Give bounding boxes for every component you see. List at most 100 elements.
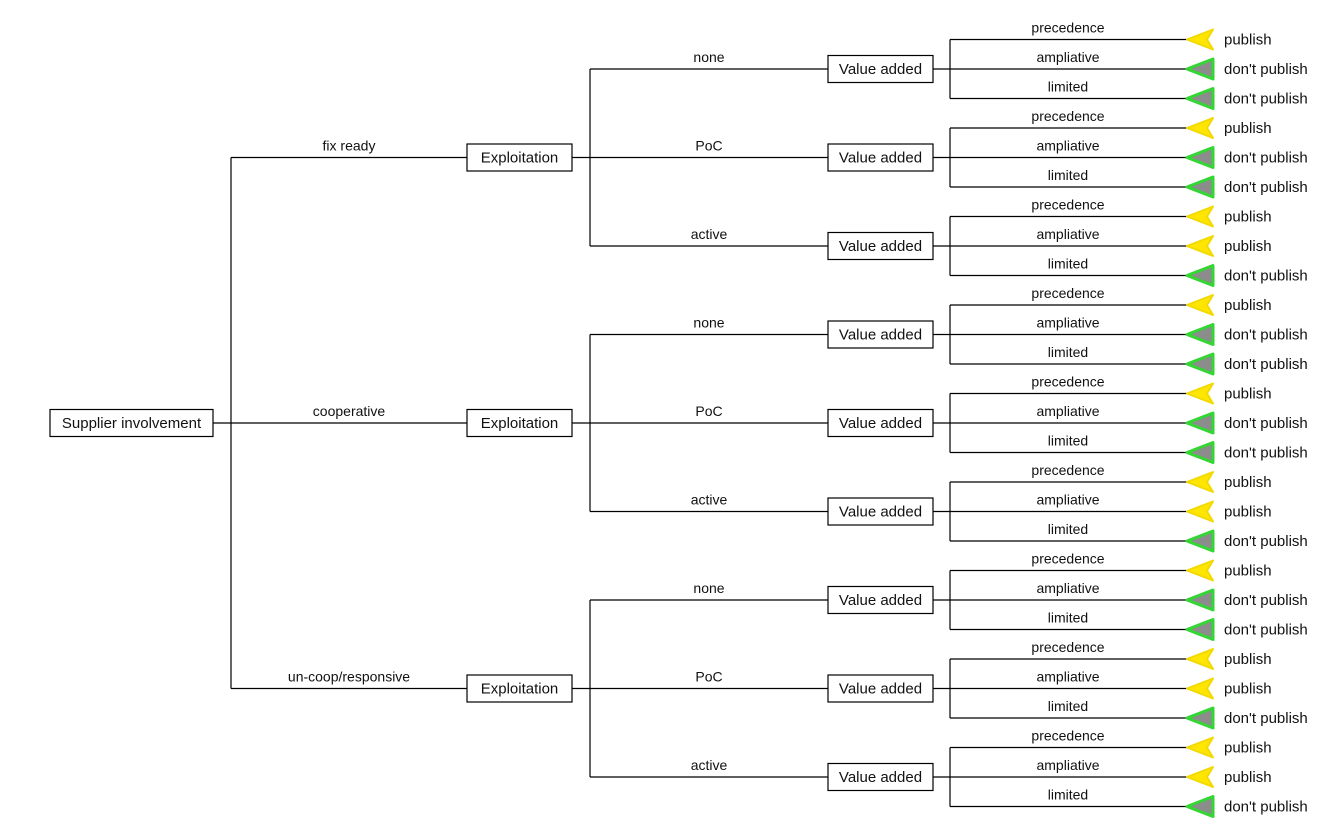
publish-triangle-icon: [1186, 235, 1214, 257]
exploitation-node-box: [466, 674, 573, 703]
level3-edge-label: limited: [1048, 787, 1088, 803]
value-added-node-label: Value added: [839, 504, 922, 521]
leaf-decision-label: publish: [1224, 504, 1272, 521]
value-added-node-label: Value added: [839, 592, 922, 609]
dont-publish-triangle-icon: [1185, 441, 1215, 464]
level1-edge-label: un-coop/responsive: [288, 669, 410, 685]
leaf-decision-label: don't publish: [1224, 799, 1308, 816]
leaf-decision-label: publish: [1224, 386, 1272, 403]
root-node-box: [49, 408, 214, 438]
level3-edge-label: precedence: [1031, 462, 1104, 478]
level3-edge-label: limited: [1048, 167, 1088, 183]
dont-publish-triangle-icon: [1185, 323, 1215, 346]
level2-edge-label: active: [691, 492, 728, 508]
level3-edge-label: precedence: [1031, 197, 1104, 213]
level3-edge-label: ampliative: [1036, 403, 1099, 419]
dont-publish-triangle-icon: [1185, 57, 1215, 81]
publish-triangle-icon: [1186, 559, 1214, 582]
level2-edge-label: none: [693, 315, 724, 331]
exploitation-node-box: [466, 143, 573, 172]
leaf-decision-label: don't publish: [1224, 592, 1308, 609]
leaf-decision-label: don't publish: [1224, 91, 1308, 108]
dont-publish-triangle-icon: [1185, 87, 1215, 110]
publish-triangle-icon: [1186, 294, 1214, 316]
publish-triangle-icon: [1186, 500, 1214, 523]
leaf-decision-label: don't publish: [1224, 150, 1308, 167]
publish-triangle-icon: [1186, 766, 1214, 788]
value-added-node-box: [827, 762, 934, 792]
leaf-decision-label: don't publish: [1224, 179, 1308, 196]
level3-edge-label: limited: [1048, 610, 1088, 626]
level3-edge-label: ampliative: [1036, 315, 1099, 331]
level2-edge-label: PoC: [695, 138, 722, 154]
level2-edge-label: none: [693, 580, 724, 596]
level3-edge-label: ampliative: [1036, 49, 1099, 65]
value-added-node-label: Value added: [839, 327, 922, 344]
leaf-decision-label: don't publish: [1224, 268, 1308, 285]
leaf-decision-label: don't publish: [1224, 327, 1308, 344]
value-added-node-box: [827, 674, 934, 703]
level3-edge-label: ampliative: [1036, 226, 1099, 242]
level3-edge-label: precedence: [1031, 374, 1104, 390]
level3-edge-label: precedence: [1031, 285, 1104, 301]
value-added-node-box: [827, 408, 934, 438]
leaf-decision-label: don't publish: [1224, 622, 1308, 639]
value-added-node-label: Value added: [839, 415, 922, 432]
dont-publish-triangle-icon: [1185, 706, 1215, 730]
leaf-decision-label: publish: [1224, 740, 1272, 757]
publish-triangle-icon: [1186, 471, 1214, 493]
value-added-node-box: [827, 143, 934, 172]
leaf-decision-label: publish: [1224, 474, 1272, 491]
leaf-decision-label: publish: [1224, 238, 1272, 255]
leaf-decision-label: publish: [1224, 681, 1272, 698]
value-added-node-box: [827, 231, 934, 261]
level2-edge-label: active: [691, 226, 728, 242]
dont-publish-triangle-icon: [1185, 588, 1215, 612]
publish-triangle-icon: [1186, 382, 1214, 405]
level3-edge-label: precedence: [1031, 551, 1104, 567]
level3-edge-label: precedence: [1031, 20, 1104, 36]
level1-edge-label: fix ready: [323, 138, 376, 154]
leaf-decision-label: publish: [1224, 120, 1272, 137]
leaf-decision-label: don't publish: [1224, 710, 1308, 727]
leaf-decision-label: publish: [1224, 32, 1272, 49]
dont-publish-triangle-icon: [1185, 175, 1215, 199]
leaf-decision-label: publish: [1224, 769, 1272, 786]
leaf-decision-label: don't publish: [1224, 415, 1308, 432]
publish-triangle-icon: [1186, 677, 1214, 700]
level3-edge-label: limited: [1048, 344, 1088, 360]
leaf-decision-label: publish: [1224, 297, 1272, 314]
level3-edge-label: ampliative: [1036, 580, 1099, 596]
leaf-decision-label: publish: [1224, 651, 1272, 668]
level3-edge-label: limited: [1048, 79, 1088, 95]
exploitation-node-label: Exploitation: [481, 415, 559, 432]
level3-edge-label: limited: [1048, 256, 1088, 272]
level3-edge-label: limited: [1048, 521, 1088, 537]
value-added-node-box: [827, 497, 934, 526]
value-added-node-label: Value added: [839, 681, 922, 698]
level2-edge-label: none: [693, 49, 724, 65]
level3-edge-label: ampliative: [1036, 138, 1099, 154]
leaf-decision-label: don't publish: [1224, 533, 1308, 550]
value-added-node-label: Value added: [839, 238, 922, 255]
leaf-decision-label: don't publish: [1224, 445, 1308, 462]
dont-publish-triangle-icon: [1185, 795, 1215, 818]
dont-publish-triangle-icon: [1185, 146, 1215, 169]
publish-triangle-icon: [1186, 117, 1214, 139]
dont-publish-triangle-icon: [1185, 618, 1215, 641]
level3-edge-label: precedence: [1031, 108, 1104, 124]
dont-publish-triangle-icon: [1185, 352, 1215, 376]
level1-edge-label: cooperative: [313, 403, 386, 419]
level3-edge-label: precedence: [1031, 639, 1104, 655]
exploitation-node-label: Exploitation: [481, 681, 559, 698]
publish-triangle-icon: [1186, 736, 1214, 759]
dont-publish-triangle-icon: [1185, 264, 1215, 287]
level3-edge-label: ampliative: [1036, 757, 1099, 773]
level3-edge-label: precedence: [1031, 728, 1104, 744]
level2-edge-label: PoC: [695, 669, 722, 685]
value-added-node-label: Value added: [839, 61, 922, 78]
value-added-node-label: Value added: [839, 769, 922, 786]
dont-publish-triangle-icon: [1185, 529, 1215, 553]
